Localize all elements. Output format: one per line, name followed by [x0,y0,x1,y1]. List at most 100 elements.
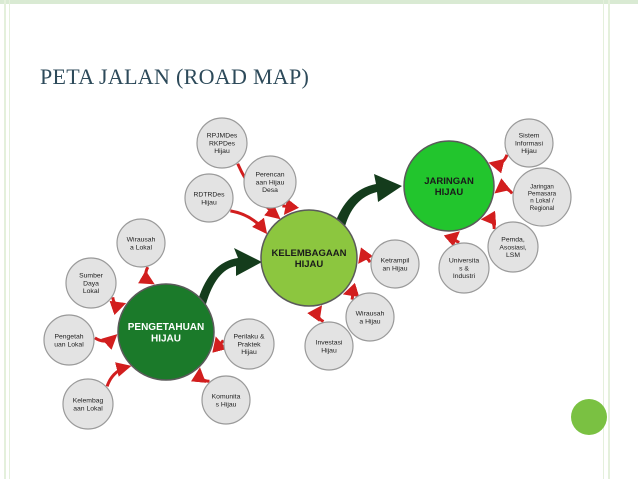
satellite-circle [184,173,234,223]
main-pengetahuan-label-line: PENGETAHUAN [128,322,204,333]
satellite-universitas-label-line: Industri [453,273,476,280]
satellite-circle [43,314,95,366]
satellite-pengetahuan-lokal-label-line: Pengetah [54,333,83,340]
satellite-circle [201,375,251,425]
arrow-pengetahuan-lokal-to-pengetahuan [94,334,118,350]
satellite-rpjmdes-label-line: RKPDes [209,140,236,147]
satellite-sistem-informasi-label-line: Informasi [515,140,543,147]
satellite-sistem-informasi-label-line: Sistem [519,133,540,140]
satellite-circle [304,321,354,371]
satellite-kelembagaan-lokal-label-line: Kelembag [73,397,104,404]
arrow-keterampilan-to-kelembagaan [358,247,374,264]
frame-right-line [608,0,610,479]
satellite-perilaku-praktek-label-line: Praktek [237,341,261,348]
satellite-pemda-label-line: LSM [506,252,520,259]
big-arrow-pengetahuan-to-kelembagaan [198,248,262,304]
satellite-circle [243,155,297,209]
satellite-sistem-informasi-label-line: Hijau [521,148,537,155]
satellite-circle [370,239,420,289]
satellite-jaringan-pemasaran-label-line: n Lokal / [530,198,554,205]
satellite-wirausaha-hijau-label-line: Wirausah [356,310,385,317]
satellite-universitas-label-line: Universita [449,258,479,265]
satellite-rdtrdes-label-line: RDTRDes [194,191,226,198]
arrow-rdtrdes-to-kelembagaan [230,209,268,235]
satellite-investasi-label-line: Hijau [321,347,337,354]
arrow-universitas-to-jaringan [443,231,460,247]
satellite-rpjmdes-label-line: Hijau [214,148,230,155]
satellite-investasi-label-line: Investasi [316,339,343,346]
arrow-komunitas-hijau-to-pengetahuan [191,367,210,383]
satellite-jaringan-pemasaran-label-line: Pemasara [528,191,557,198]
arrow-wirausaha-lokal-to-pengetahuan [138,266,155,285]
satellite-circle [504,118,554,168]
satellite-circle [438,242,490,294]
satellite-circle [116,218,166,268]
satellite-sumber-daya-lokal-label-line: Lokal [83,288,100,295]
satellite-jaringan-pemasaran-label-line: Jaringan [530,183,554,190]
satellite-circle [345,292,395,342]
main-circle [260,209,358,307]
satellite-circle [62,378,114,430]
satellite-wirausaha-lokal-label-line: Wirausah [127,236,156,243]
arrow-sistem-informasi-to-jaringan [488,154,509,174]
satellite-wirausaha-lokal-label-line: a Lokal [130,244,152,251]
main-circle [117,283,215,381]
satellite-circle [512,167,572,227]
main-kelembagaan-label-line: HIJAU [295,259,324,270]
satellite-perencanaan-label-line: Perencan [255,172,284,179]
satellite-perencanaan-label-line: aan Hijau [256,179,285,186]
arrow-sumber-daya-lokal-to-pengetahuan [109,296,127,316]
frame-right-line-thin [603,0,604,479]
satellite-keterampilan-label-line: Ketrampil [381,257,410,264]
satellite-perencanaan-label-line: Desa [262,187,278,194]
satellite-perilaku-praktek-label-line: Hijau [241,349,257,356]
arrow-investasi-to-kelembagaan [307,305,325,323]
satellite-circle [65,257,117,309]
satellite-rpjmdes-label-line: RPJMDes [207,133,238,140]
arrow-jaringan-pemasaran-to-jaringan [494,178,514,195]
satellite-node-pemda: Pemda,Asosiasi,LSM [487,221,539,273]
main-kelembagaan-label-line: KELEMBAGAAN [272,248,347,259]
slide-title: PETA JALAN (ROAD MAP) [40,64,310,89]
arrow-wirausaha-hijau-to-kelembagaan [342,282,360,300]
satellite-sumber-daya-lokal-label-line: Daya [83,280,99,287]
satellite-komunitas-hijau-label-line: Komunita [212,393,241,400]
main-jaringan-label-line: HIJAU [435,187,464,198]
satellite-pemda-label-line: Pemda, [501,237,525,244]
arrow-perencanaan-to-kelembagaan [282,198,300,215]
main-circle [403,140,495,232]
satellite-kelembagaan-lokal-label-line: aan Lokal [73,405,103,412]
satellite-jaringan-pemasaran-label-line: Regional [530,205,554,212]
frame-top-line [0,0,638,4]
satellite-pengetahuan-lokal-label-line: uan Lokal [54,341,84,348]
arrow-perilaku-praktek-to-pengetahuan [212,336,227,353]
satellite-circle [223,318,275,370]
main-jaringan-label-line: JARINGAN [424,176,474,187]
main-pengetahuan-label-line: HIJAU [151,333,181,344]
frame-left-line-thin [9,0,10,479]
arrow-kelembagaan-lokal-to-pengetahuan [105,362,132,387]
big-arrow-kelembagaan-to-jaringan [334,174,402,230]
satellite-circle [196,117,248,169]
decorative-green-circle [571,399,607,435]
satellite-sumber-daya-lokal-label-line: Sumber [79,273,104,280]
satellite-wirausaha-hijau-label-line: a Hijau [359,318,380,325]
satellite-keterampilan-label-line: an Hijau [383,265,408,272]
satellite-komunitas-hijau-label-line: s Hijau [216,401,237,408]
satellite-circle [487,221,539,273]
